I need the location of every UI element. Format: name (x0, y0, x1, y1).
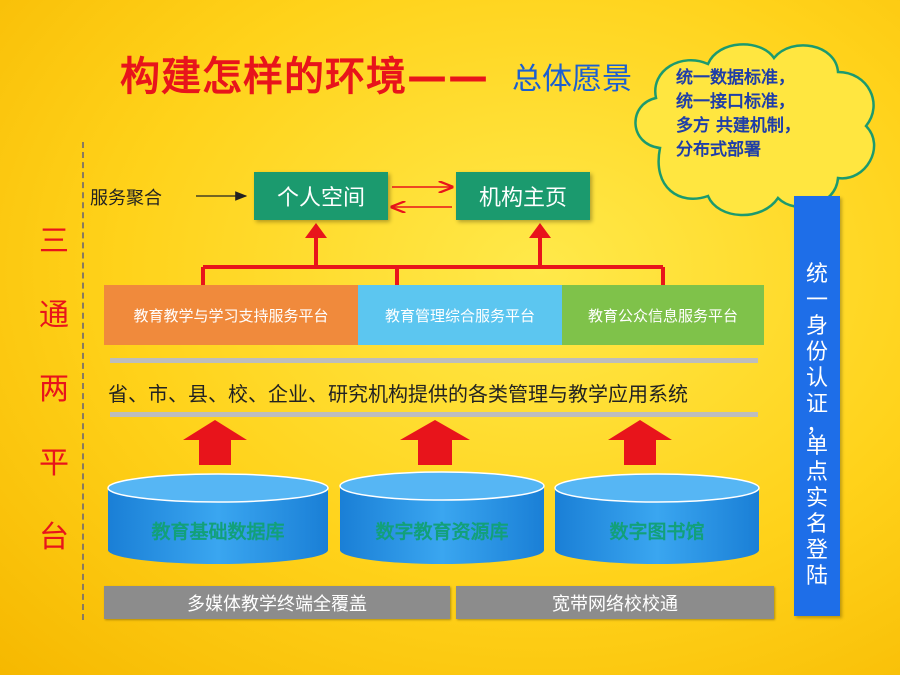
up-arrow-institution (529, 223, 551, 238)
database-cylinder-2 (339, 471, 545, 564)
database-cylinder-1 (107, 473, 329, 564)
institution-home-box[interactable]: 机构主页 (456, 172, 590, 220)
cloud-shape (634, 43, 876, 217)
left-label-char: 平 (39, 446, 69, 481)
platform-connector (201, 234, 665, 285)
application-systems-text: 省、市、县、校、企业、研究机构提供的各类管理与教学应用系统 (108, 382, 688, 406)
right-label-char: 证 (805, 392, 828, 417)
right-label-char: 身 (805, 314, 828, 339)
page-subtitle: 总体愿景 (512, 62, 632, 97)
left-label-char: 两 (39, 372, 69, 407)
right-label-char: 认 (805, 366, 828, 391)
right-sso-bar (794, 196, 840, 616)
left-label-char: 台 (39, 520, 69, 555)
right-label-char: 统 (805, 262, 828, 287)
up-arrow-3 (608, 420, 672, 465)
platform-public-info[interactable]: 教育公众信息服务平台 (562, 285, 764, 345)
database-cylinder-3 (554, 473, 760, 564)
left-label-char: 通 (39, 298, 69, 333)
right-label-char: 实 (805, 486, 828, 511)
right-label-char: ， (805, 413, 828, 438)
database-label-resources: 数字教育资源库 (375, 521, 509, 543)
divider-bottom (110, 412, 758, 417)
left-dashed-divider (82, 142, 84, 620)
right-label-char: 名 (805, 512, 828, 537)
right-label-char: 陆 (805, 564, 828, 589)
left-label-char: 三 (39, 224, 69, 259)
infra-broadband-bar: 宽带网络校校通 (456, 586, 774, 619)
service-aggregation-label: 服务聚合 (90, 188, 162, 209)
infra-terminals-bar: 多媒体教学终端全覆盖 (104, 586, 450, 619)
personal-space-box[interactable]: 个人空间 (254, 172, 388, 220)
platform-management[interactable]: 教育管理综合服务平台 (358, 285, 562, 345)
cloud-text: 统一数据标准， 统一接口标准， 多方 共建机制， 分布式部署 (676, 68, 801, 160)
database-label-basic: 教育基础数据库 (151, 521, 285, 543)
up-arrow-personal (305, 223, 327, 238)
right-label-char: 点 (805, 460, 828, 485)
left-vertical-label: 三 通 两 平 台 (36, 205, 72, 575)
platform-teaching-learning[interactable]: 教育教学与学习支持服务平台 (104, 285, 358, 345)
divider-top (110, 358, 758, 363)
right-label-char: 份 (805, 340, 828, 365)
right-label-char: 单 (805, 434, 828, 459)
up-arrow-2 (400, 420, 470, 465)
right-label-char: 登 (805, 538, 828, 563)
right-label-char: 一 (805, 288, 828, 313)
up-arrow-1 (183, 420, 247, 465)
database-label-library: 数字图书馆 (609, 521, 705, 543)
page-title: 构建怎样的环境—— (120, 54, 489, 100)
right-vertical-label: 统 一 身 份 认 证 ， 单 点 实 名 登 陆 (794, 262, 840, 590)
